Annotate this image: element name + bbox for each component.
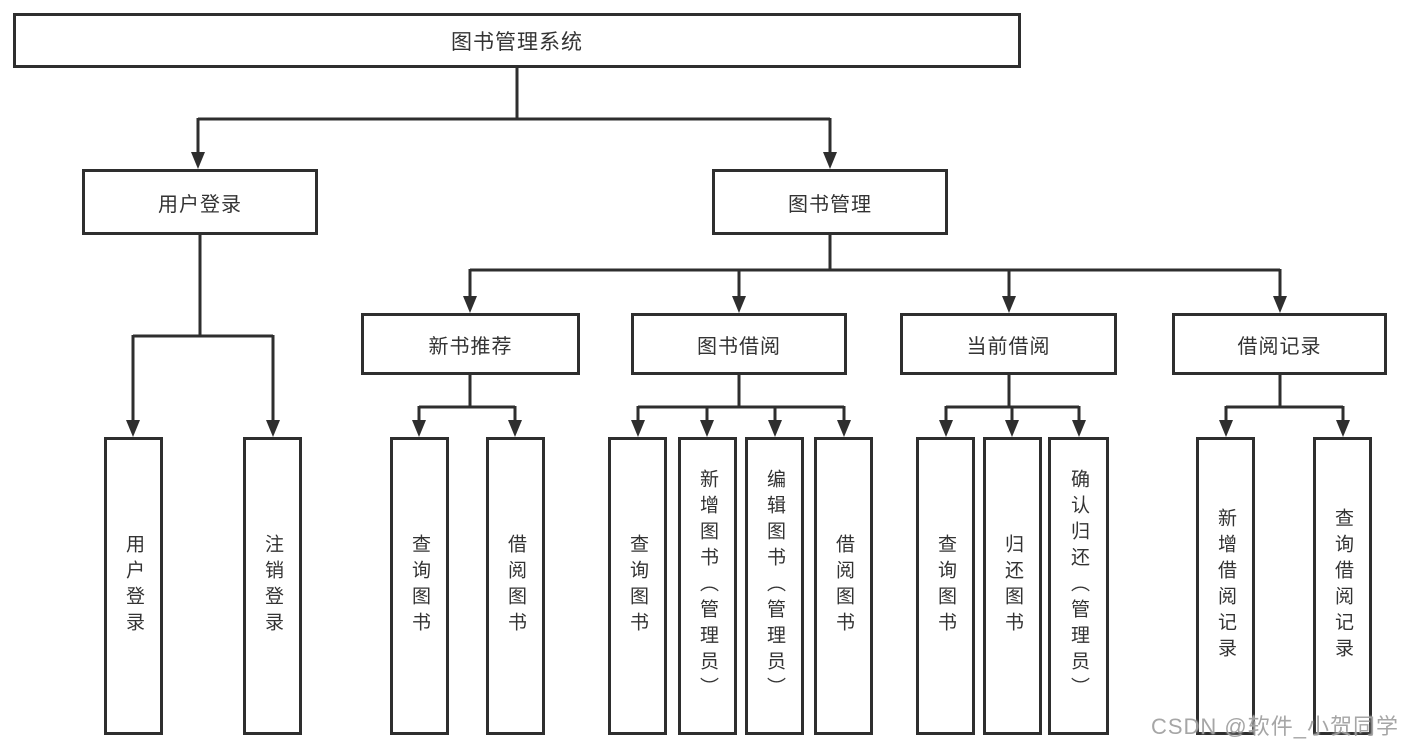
leaf-label: 查询图书: [627, 534, 648, 638]
leaf-label: 查询图书: [935, 534, 956, 638]
leaf-label: 新增图书（管理员）: [697, 469, 718, 703]
leaf-user-login: 用户登录: [104, 437, 163, 735]
leaf-label: 借阅图书: [833, 534, 854, 638]
node-new-book-recommendation: 新书推荐: [361, 313, 580, 375]
csdn-watermark: CSDN @软件_小贺同学: [1150, 714, 1399, 739]
leaf-label: 确认归还（管理员）: [1068, 469, 1089, 703]
leaf-label: 编辑图书（管理员）: [764, 469, 785, 703]
leaf-query-books-borrowing: 查询图书: [608, 437, 667, 735]
leaf-label: 注销登录: [262, 534, 283, 638]
arrow-down-icons: [126, 152, 1350, 437]
leaf-return-books: 归还图书: [983, 437, 1042, 735]
leaf-label: 用户登录: [123, 534, 144, 638]
leaf-label: 归还图书: [1002, 534, 1023, 638]
leaf-edit-book-admin: 编辑图书（管理员）: [745, 437, 804, 735]
leaf-query-books-recommendation: 查询图书: [390, 437, 449, 735]
branch-book-management: 图书管理: [712, 169, 948, 235]
leaf-query-borrow-record: 查询借阅记录: [1313, 437, 1372, 735]
leaf-borrow-books-recommendation: 借阅图书: [486, 437, 545, 735]
node-current-borrowing: 当前借阅: [900, 313, 1117, 375]
leaf-borrow-books-borrowing: 借阅图书: [814, 437, 873, 735]
leaf-add-borrow-record: 新增借阅记录: [1196, 437, 1255, 735]
leaf-label: 新增借阅记录: [1215, 508, 1236, 664]
leaf-add-book-admin: 新增图书（管理员）: [678, 437, 737, 735]
leaf-label: 借阅图书: [505, 534, 526, 638]
leaf-confirm-return-admin: 确认归还（管理员）: [1048, 437, 1109, 735]
node-borrowing-records: 借阅记录: [1172, 313, 1387, 375]
leaf-label: 查询借阅记录: [1332, 508, 1353, 664]
leaf-label: 查询图书: [409, 534, 430, 638]
root-box-library-management-system: 图书管理系统: [13, 13, 1021, 68]
branch-user-login: 用户登录: [82, 169, 318, 235]
leaf-query-books-current: 查询图书: [916, 437, 975, 735]
leaf-logout: 注销登录: [243, 437, 302, 735]
node-book-borrowing: 图书借阅: [631, 313, 847, 375]
